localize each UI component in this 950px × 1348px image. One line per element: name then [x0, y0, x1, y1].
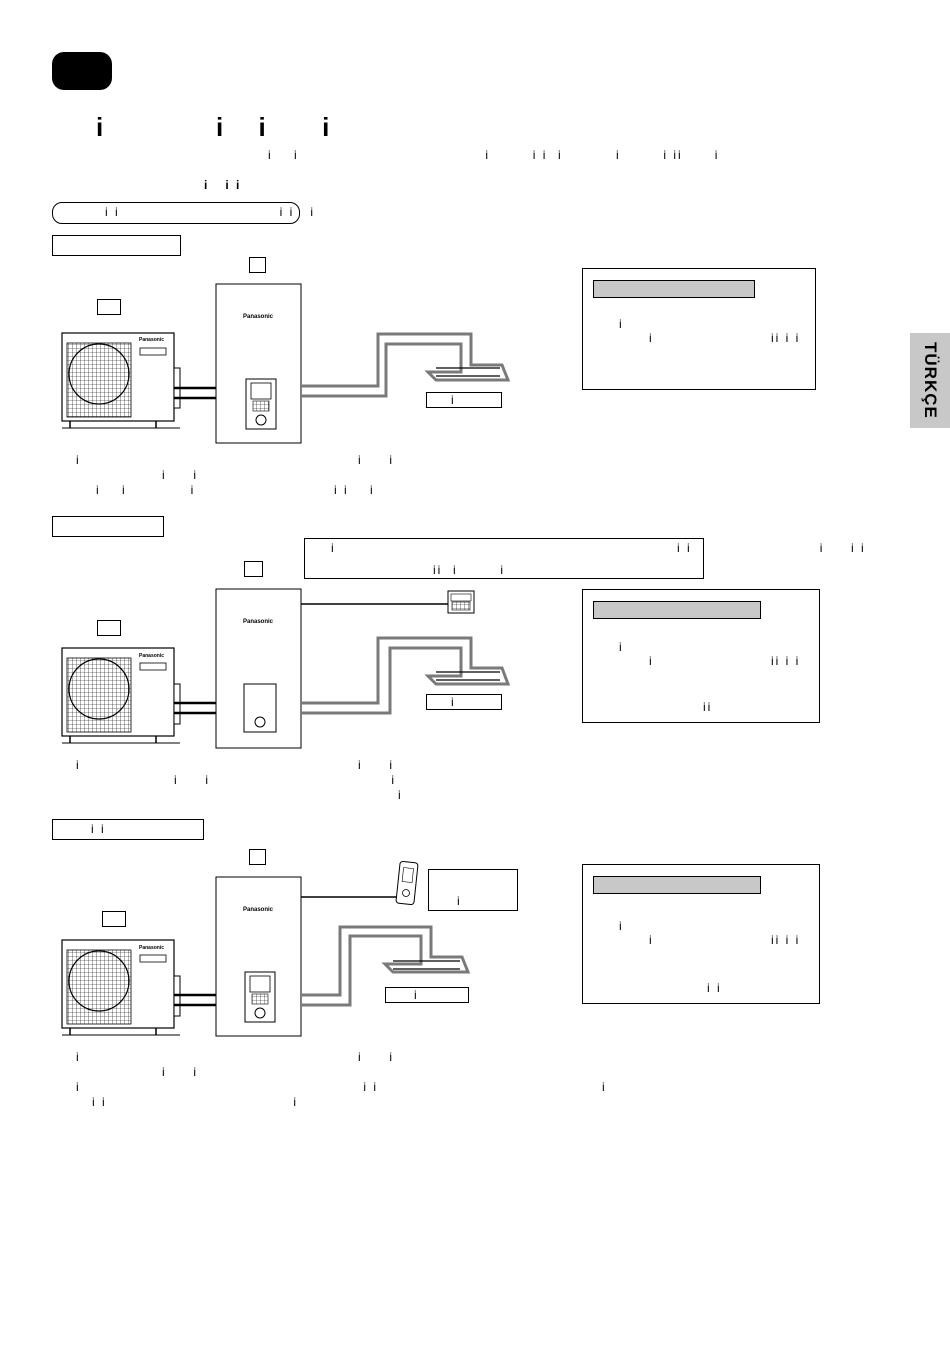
intro-line: i i i i i i i i ii i — [268, 148, 720, 162]
section-2-floor-heating-pipe — [301, 636, 511, 715]
section-3-thermostat-label: i — [428, 869, 518, 911]
section-2-desc-3: i — [398, 788, 403, 802]
section-1-info-bar — [593, 280, 755, 298]
section-2-indoor-unit — [215, 588, 302, 749]
section-title-b: i i i — [216, 112, 344, 142]
section-2-note-box: i i i i i i ii i i — [304, 538, 864, 579]
section-3-pipe-label: i — [385, 987, 469, 1003]
section-3-room-thermostat — [395, 860, 419, 906]
section-2-info-line-3: ii — [703, 700, 713, 714]
section-1-outdoor-brand: Panasonic — [139, 337, 164, 343]
section-3-outdoor-unit — [61, 939, 181, 1036]
section-3-indoor-brand: Panasonic — [243, 907, 274, 913]
section-2-desc-1: i i i — [76, 758, 395, 772]
section-3-info-line-1: i — [619, 919, 624, 933]
section-2-remote-controller — [447, 590, 475, 614]
section-3-info-line-3: i i — [707, 981, 722, 995]
section-3-label: i i — [52, 819, 204, 840]
section-1-desc-1: i i i — [76, 453, 395, 467]
section-2-note-line-2: ii i i — [433, 563, 506, 577]
section-3-info-bar — [593, 876, 761, 894]
section-2-desc-2: i i i — [174, 773, 397, 787]
section-1-info-line-1: i — [619, 317, 624, 331]
section-2-indoor-brand: Panasonic — [243, 619, 274, 625]
section-2-indoor-tag — [244, 561, 263, 577]
section-1-outdoor-tag — [97, 299, 121, 315]
section-1-indoor-tag — [249, 257, 266, 273]
section-1-info-line-2: i ii i i — [649, 331, 801, 345]
section-1-indoor-unit — [215, 283, 302, 444]
section-3-desc-3: i i i i — [76, 1080, 607, 1094]
section-3-info-box: i i ii i i i i — [582, 864, 820, 1004]
section-2-info-line-1: i — [619, 640, 624, 654]
section-2-outdoor-tag — [97, 620, 121, 636]
section-1-indoor-brand: Panasonic — [243, 314, 274, 320]
section-3-info-line-2: i ii i i — [649, 933, 801, 947]
section-1-desc-2: i i — [162, 468, 199, 482]
section-3-outdoor-tag — [102, 911, 126, 927]
section-3-indoor-unit — [215, 876, 302, 1037]
section-3-indoor-tag — [249, 849, 266, 865]
section-title-a: i — [96, 112, 114, 142]
system-type-box: i i i i i — [52, 202, 313, 224]
subheading: i i i — [204, 178, 242, 192]
section-1-floor-heating-pipe — [301, 332, 511, 398]
page-number-badge — [52, 52, 112, 90]
section-2-note-line-1: i i i i i i — [331, 541, 866, 555]
section-3-desc-2: i i — [162, 1065, 199, 1079]
language-tab-label: TÜRKÇE — [921, 342, 940, 419]
section-1-label — [52, 235, 181, 256]
section-1-outdoor-unit — [61, 332, 181, 429]
language-tab: TÜRKÇE — [910, 333, 950, 428]
section-2-label — [52, 516, 164, 537]
section-3-desc-4: i i i — [92, 1095, 299, 1109]
section-2-info-box: i i ii i i ii — [582, 589, 820, 723]
section-1-info-box: i i ii i i — [582, 268, 816, 390]
section-2-pipe-label: i — [426, 694, 502, 710]
section-2-outdoor-unit — [61, 647, 181, 744]
section-2-outdoor-brand: Panasonic — [139, 653, 164, 659]
section-3-floor-heating-pipe — [301, 925, 471, 1007]
section-3-outdoor-brand: Panasonic — [139, 945, 164, 951]
section-2-info-line-2: i ii i i — [649, 654, 801, 668]
section-1-desc-3: i i i i i i — [96, 483, 375, 497]
section-1-pipe-label: i — [426, 392, 502, 408]
section-3-desc-1: i i i — [76, 1050, 395, 1064]
section-2-info-bar — [593, 601, 761, 619]
